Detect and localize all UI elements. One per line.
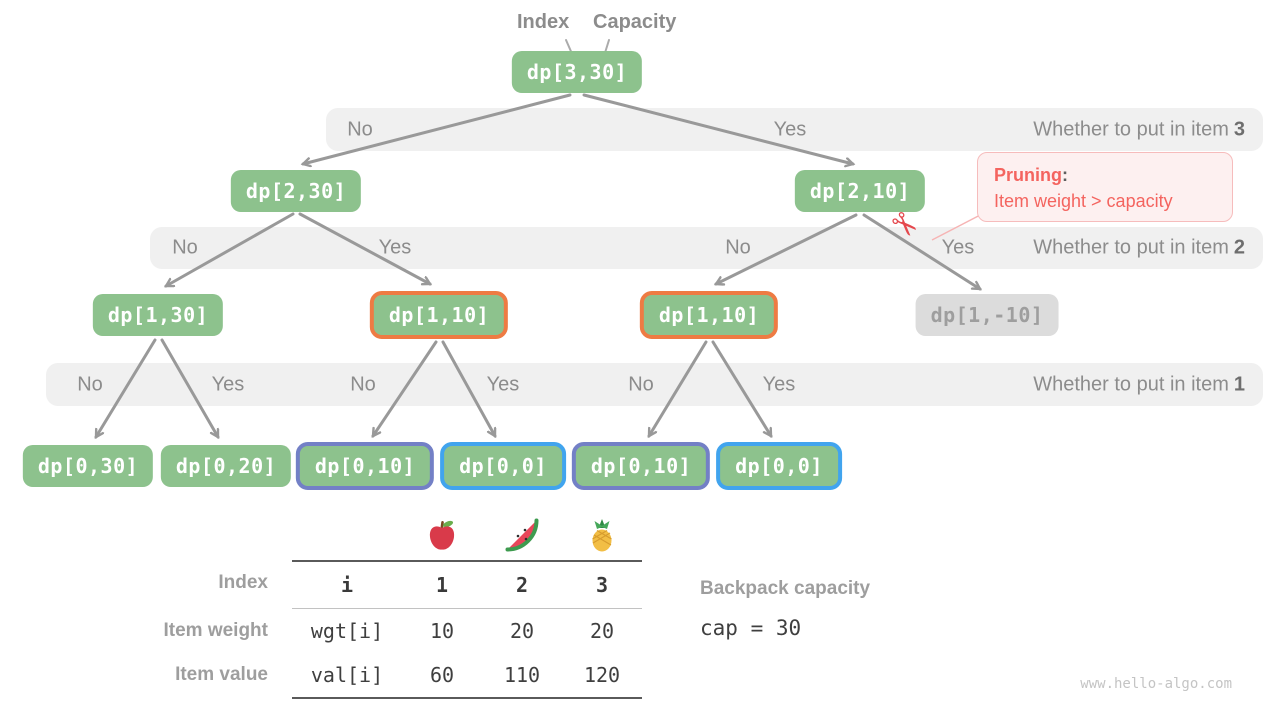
capacity-code: cap = 30 [700,616,802,640]
table-index-1: 1 [402,560,482,609]
dp-node-0-0-overlap: dp[0,0] [440,442,566,490]
table-index-3: 3 [562,560,642,609]
choice-yes: Yes [378,236,412,259]
item-table: Index i 1 2 3 Item weight wgt[i] 10 20 2… [142,510,642,699]
choice-no: No [350,373,376,395]
table-val-head: val[i] [292,653,402,699]
dp-node-1-10-highlighted: dp[1,10] [639,291,779,339]
pruning-title-line: Pruning: [994,162,1216,188]
table-val-3: 120 [562,653,642,699]
question-item-number: 1 [1233,373,1245,395]
apple-icon [402,510,482,560]
table-wgt-3: 20 [589,619,615,643]
dp-node-0-10-overlap: dp[0,10] [571,442,711,490]
choice-yes: Yes [941,236,975,259]
table-val-2: 110 [482,653,562,699]
choice-yes: Yes [773,118,807,140]
dp-node-0-20: dp[0,20] [160,445,292,487]
choice-no: No [347,118,373,140]
pruning-colon: : [1062,165,1068,185]
dp-node-1-10-highlighted: dp[1,10] [369,291,509,339]
watermelon-icon [482,510,562,560]
question-text: Whether to put in item [1033,236,1229,259]
dp-node-0-0-overlap: dp[0,0] [716,442,842,490]
dp-node-0-30: dp[0,30] [22,445,154,487]
dp-node-1-30: dp[1,30] [92,294,224,336]
choice-no: No [77,373,103,395]
choice-no: No [172,236,198,259]
index-pointer-label: Index [517,11,570,33]
table-head-i: i [292,560,402,609]
table-index-2: 2 [482,560,562,609]
dp-node-0-10-overlap: dp[0,10] [295,442,435,490]
choice-yes: Yes [486,373,520,395]
dp-node-root: dp[3,30] [511,51,643,93]
pruning-callout: Pruning: Item weight > capacity [977,152,1233,222]
choice-no: No [725,236,751,259]
table-spacer [142,510,292,560]
choice-yes: Yes [762,373,796,395]
capacity-info: Backpack capacity cap = 30 [700,578,870,640]
table-wgt-head: wgt[i] [310,619,384,643]
dp-node-2-30: dp[2,30] [230,170,362,212]
decision-band-item1: No Yes No Yes No Yes Whether to put in i… [46,363,1263,406]
table-wgt-1: 10 [429,619,455,643]
dp-node-1-neg10-pruned: dp[1,-10] [915,294,1059,336]
table-spacer [292,510,402,560]
question-text: Whether to put in item [1033,373,1229,395]
question-text: Whether to put in item [1033,118,1229,140]
table-wgt-2: 20 [509,619,535,643]
pruning-title: Pruning [994,165,1062,185]
pineapple-icon [562,510,642,560]
pruning-reason: Item weight > capacity [994,191,1173,211]
choice-no: No [628,373,654,395]
question-item-number: 2 [1233,236,1245,259]
capacity-pointer-label: Capacity [593,11,677,33]
capacity-label: Backpack capacity [700,578,871,599]
dp-node-2-10: dp[2,10] [794,170,926,212]
table-val-1: 60 [402,653,482,699]
choice-yes: Yes [211,373,245,395]
watermark: www.hello-algo.com [1080,676,1232,692]
question-item-number: 3 [1233,118,1245,140]
row-label-index: Index [218,572,268,593]
row-label-weight: Item weight [163,620,268,641]
row-label-value: Item value [175,664,268,685]
